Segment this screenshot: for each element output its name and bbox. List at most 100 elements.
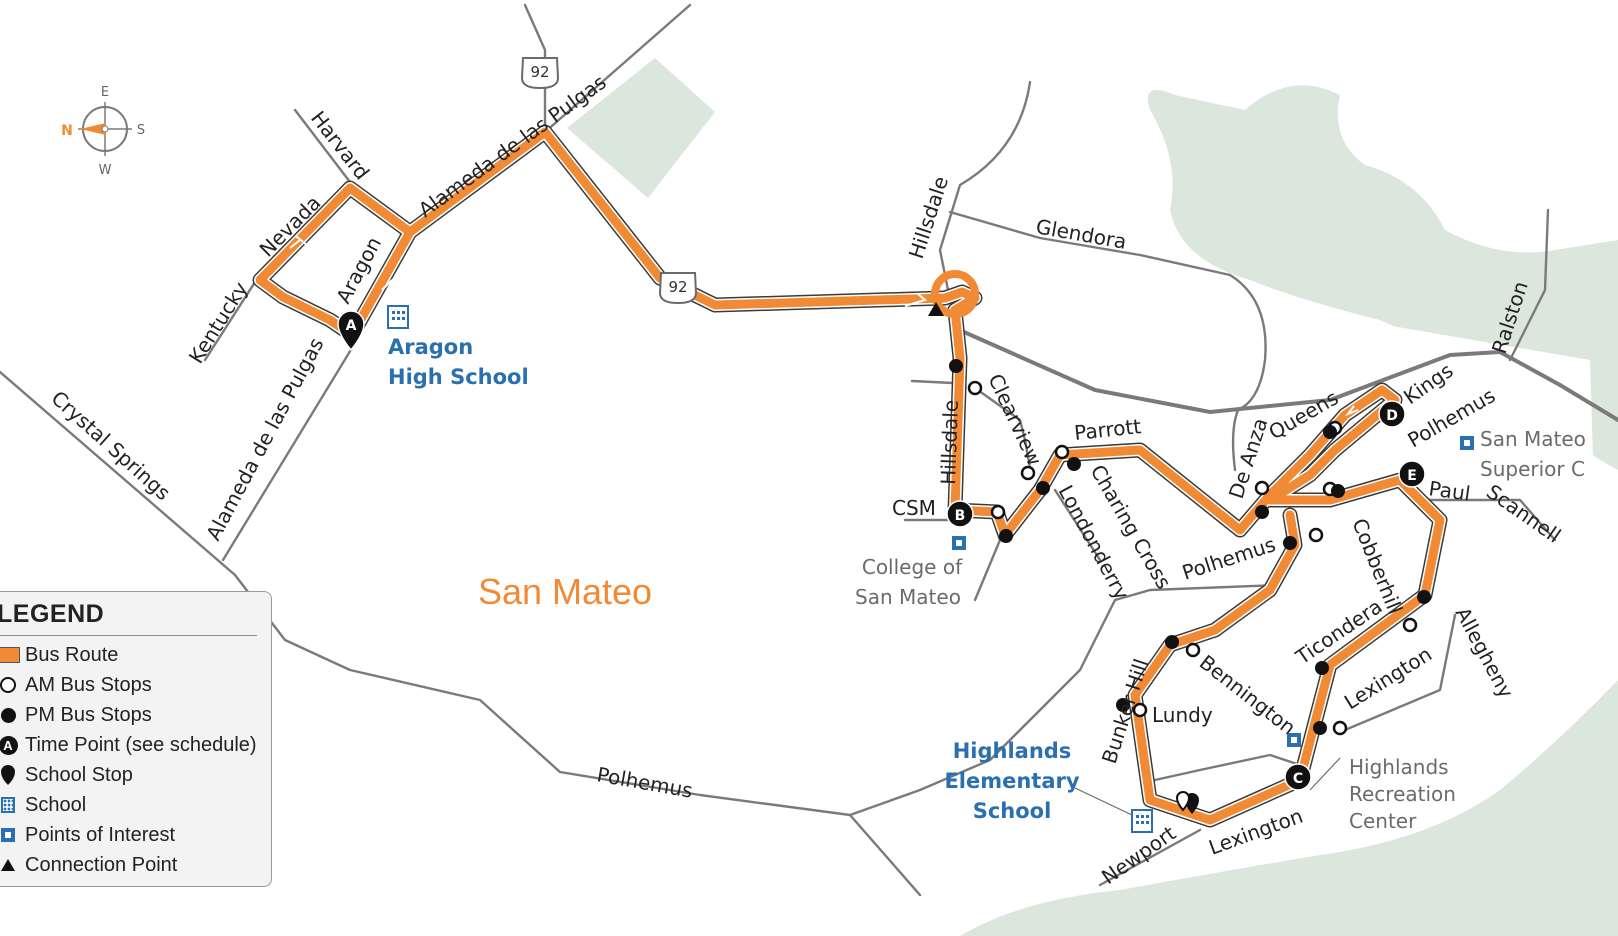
school-stop-icon: [1, 765, 15, 785]
direction-arrow: [289, 235, 309, 249]
road-ralston: [1508, 208, 1550, 362]
street-label-crystal-springs: Crystal Springs: [47, 386, 176, 505]
compass-w: W: [99, 163, 112, 178]
street-label-paul: Paul: [1427, 476, 1472, 506]
street-label-csm: CSM: [892, 496, 936, 520]
school-label-line: High School: [388, 365, 529, 389]
legend-item-school: School: [0, 790, 271, 820]
compass-s: S: [137, 123, 145, 138]
am-bus-stop[interactable]: [1402, 617, 1418, 633]
road-londonderry-ext: [1053, 488, 1102, 562]
school-icon: [1, 797, 15, 813]
highway-shield: 92: [520, 57, 560, 90]
time-point-a-pin[interactable]: [337, 310, 365, 352]
school-stops: [1175, 791, 1199, 814]
pm-stops: [949, 359, 1431, 735]
street-label-hillsdale-top: Hillsdale: [904, 173, 953, 261]
street-label-alameda-top: Alameda de las Pulgas: [414, 70, 611, 222]
open-space-east: [960, 85, 1618, 936]
road-hillsdale-west: [910, 379, 955, 385]
legend-item-label: Bus Route: [25, 643, 119, 666]
time-point-d[interactable]: [1378, 400, 1406, 428]
pm-bus-stop[interactable]: [1331, 484, 1345, 498]
street-label-hillsdale-mid: Hillsdale: [936, 399, 963, 485]
school-label-line: Highlands: [953, 739, 1072, 763]
legend-item-label: Points of Interest: [25, 823, 176, 846]
park-top: [567, 58, 715, 198]
poi-label-line: College of: [862, 555, 963, 579]
time-point-icon: A: [0, 735, 18, 755]
legend-item-pm-stops: PM Bus Stops: [0, 700, 271, 730]
legend-item-label: School: [25, 793, 87, 816]
direction-arrow: [904, 293, 928, 307]
road-freeway-east: [953, 326, 1618, 422]
pm-bus-stop[interactable]: [1116, 698, 1130, 712]
poi-label-line: Center: [1349, 809, 1417, 833]
pm-bus-stop[interactable]: [999, 529, 1013, 543]
pm-bus-stop[interactable]: [1165, 635, 1179, 649]
poi-label-line: Highlands: [1349, 755, 1449, 779]
map-legend: LEGEND Bus Route AM Bus Stops PM Bus Sto…: [0, 591, 272, 887]
am-bus-stop[interactable]: [990, 504, 1006, 520]
time-point-c-label: C: [1293, 771, 1303, 787]
road-scannell: [1418, 498, 1557, 542]
street-label-clearview: Clearview: [983, 370, 1046, 469]
poi-icon: [1, 828, 15, 842]
pm-bus-stop[interactable]: [1255, 505, 1269, 519]
am-stop-icon: [0, 677, 16, 693]
connection-point-icon: [1, 859, 15, 871]
time-point-b[interactable]: [946, 500, 974, 528]
road-polhemus-south: [848, 813, 922, 897]
am-bus-stop[interactable]: [1020, 465, 1036, 481]
road-csm-drive: [973, 538, 1002, 602]
pm-bus-stop[interactable]: [949, 359, 963, 373]
pm-bus-stop[interactable]: [1315, 661, 1329, 675]
school-label-line: Aragon: [388, 335, 473, 359]
legend-divider: [0, 635, 257, 636]
am-bus-stop[interactable]: [1308, 527, 1324, 543]
am-bus-stop[interactable]: [1132, 702, 1148, 718]
road-kentucky: [203, 280, 257, 362]
pm-bus-stop[interactable]: [1283, 536, 1297, 550]
direction-arrow: [381, 279, 393, 293]
connection-point-icon: [928, 302, 944, 316]
time-point-c[interactable]: [1284, 763, 1312, 791]
am-bus-stop[interactable]: [1254, 480, 1270, 496]
street-label-harvard: Harvard: [306, 106, 374, 184]
road-clearview: [973, 386, 1032, 470]
roads: [0, 3, 1618, 897]
highway-shield-label: 92: [668, 278, 687, 296]
pm-bus-stop[interactable]: [1067, 457, 1081, 471]
road-92: [523, 3, 947, 307]
street-label-parrott: Parrott: [1073, 414, 1142, 445]
am-bus-stop[interactable]: [967, 380, 983, 396]
legend-item-school-stop: School Stop: [0, 760, 271, 790]
legend-item-label: Time Point (see schedule): [25, 733, 257, 756]
poi-superior-court: San Mateo Superior C: [1460, 427, 1586, 481]
school-label-line: School: [973, 799, 1052, 823]
time-point-a-label: A: [346, 318, 357, 334]
legend-item-label: PM Bus Stops: [25, 703, 152, 726]
am-bus-stop[interactable]: [1332, 720, 1348, 736]
highway-shield: 92: [658, 272, 698, 305]
street-label-glendora: Glendora: [1034, 214, 1128, 254]
poi-csm: College of San Mateo: [855, 536, 966, 609]
am-bus-stop[interactable]: [1054, 444, 1070, 460]
legend-item-connection: Connection Point: [0, 850, 271, 880]
am-bus-stop[interactable]: [1185, 642, 1201, 658]
time-point-e[interactable]: [1398, 460, 1426, 488]
school-aragon: Aragon High School: [387, 305, 529, 389]
poi-label-line: Recreation: [1349, 782, 1456, 806]
pm-bus-stop[interactable]: [1313, 721, 1327, 735]
school-stop-pin[interactable]: [1175, 791, 1191, 812]
pm-bus-stop[interactable]: [1417, 590, 1431, 604]
highway-shield-label: 92: [530, 63, 549, 81]
street-label-kentucky: Kentucky: [184, 277, 253, 367]
street-label-lundy: Lundy: [1152, 703, 1213, 727]
poi-label-line: Superior C: [1480, 457, 1585, 481]
pm-bus-stop[interactable]: [1323, 425, 1337, 439]
legend-title: LEGEND: [0, 600, 105, 628]
pm-bus-stop[interactable]: [1036, 481, 1050, 495]
